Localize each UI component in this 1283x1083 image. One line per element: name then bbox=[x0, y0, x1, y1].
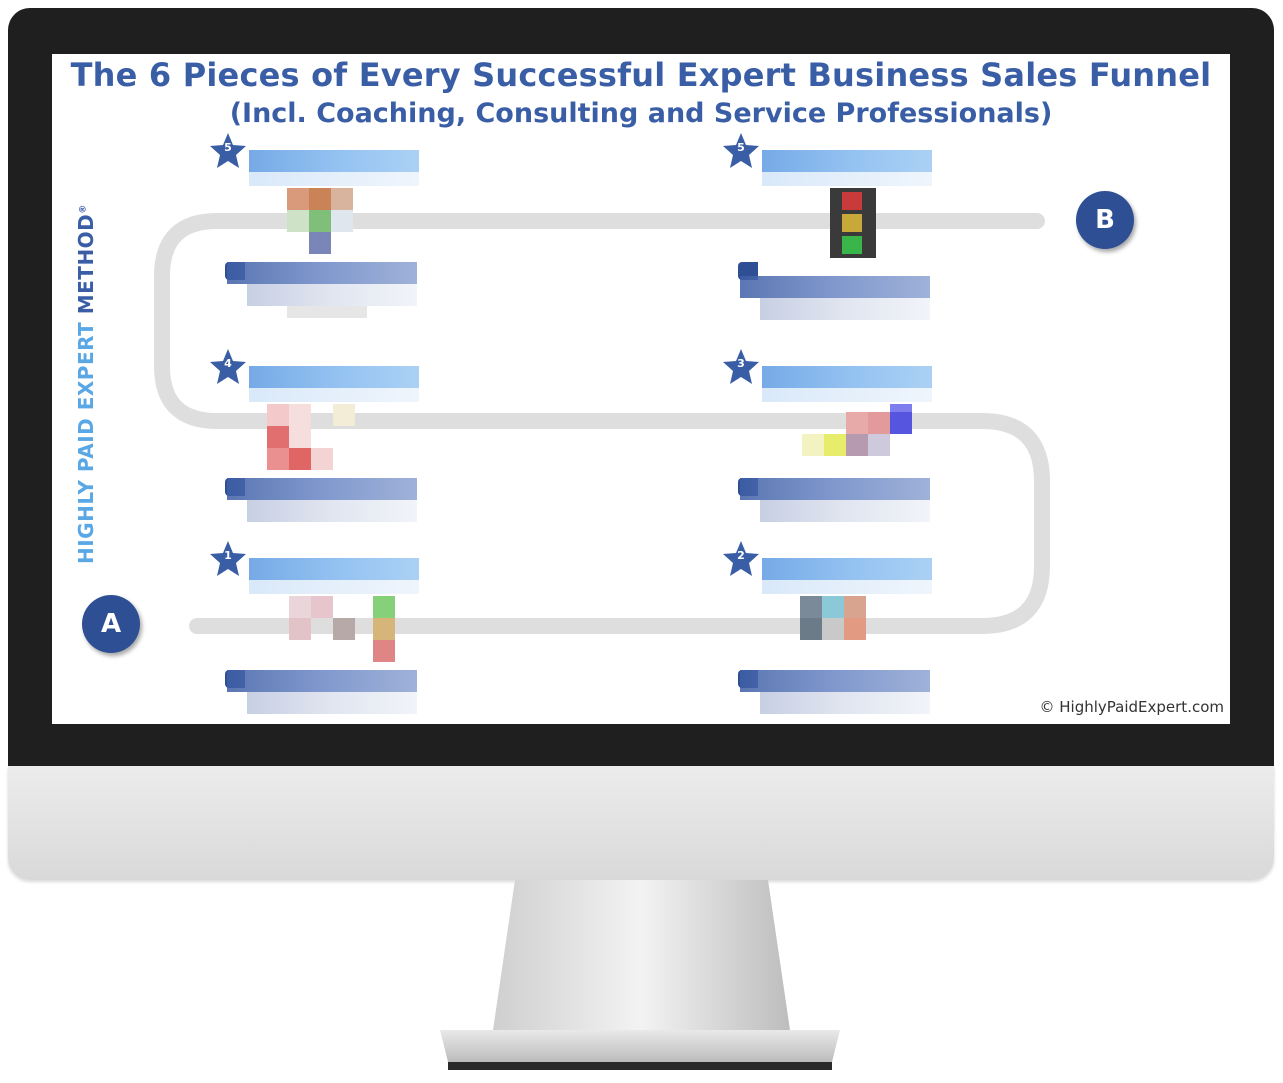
method-vertical-label: HIGHLY PAID EXPERT METHOD® bbox=[74, 204, 98, 564]
step-star-icon bbox=[210, 133, 246, 168]
funnel-slide: The 6 Pieces of Every Successful Expert … bbox=[52, 54, 1230, 724]
end-point-b: B bbox=[1076, 191, 1134, 249]
step-number: 4 bbox=[224, 357, 232, 370]
funnel-step-5-left: 5 bbox=[210, 133, 427, 328]
slide-subtitle: (Incl. Coaching, Consulting and Service … bbox=[229, 98, 1053, 129]
blurred-image bbox=[289, 596, 395, 662]
start-point-a: A bbox=[82, 595, 140, 653]
slide-title: The 6 Pieces of Every Successful Expert … bbox=[70, 56, 1212, 94]
funnel-step-5-right: 5 bbox=[723, 133, 940, 328]
copyright-notice: © HighlyPaidExpert.com bbox=[1039, 698, 1225, 716]
monitor-stand bbox=[440, 880, 840, 1070]
step-star-icon bbox=[723, 541, 759, 576]
funnel-step-1: 1 bbox=[210, 541, 427, 724]
step-number: 5 bbox=[737, 141, 745, 154]
blurred-image bbox=[800, 596, 866, 640]
step-star-icon bbox=[723, 349, 759, 384]
step-number: 3 bbox=[737, 357, 745, 370]
funnel-step-3: 3 bbox=[723, 349, 940, 544]
blurred-image bbox=[802, 404, 912, 456]
blurred-image bbox=[267, 404, 355, 470]
step-star-icon bbox=[210, 349, 246, 384]
funnel-step-4: 4 bbox=[210, 349, 427, 544]
step-star-icon bbox=[723, 133, 759, 168]
step-number: 2 bbox=[737, 549, 745, 562]
step-number: 5 bbox=[224, 141, 232, 154]
traffic-light-icon bbox=[830, 188, 876, 258]
blurred-image bbox=[287, 188, 353, 254]
funnel-step-2: 2 bbox=[723, 541, 940, 724]
step-star-icon bbox=[210, 541, 246, 576]
funnel-path bbox=[154, 213, 1050, 634]
step-number: 1 bbox=[224, 549, 232, 562]
monitor-chin bbox=[8, 766, 1274, 880]
